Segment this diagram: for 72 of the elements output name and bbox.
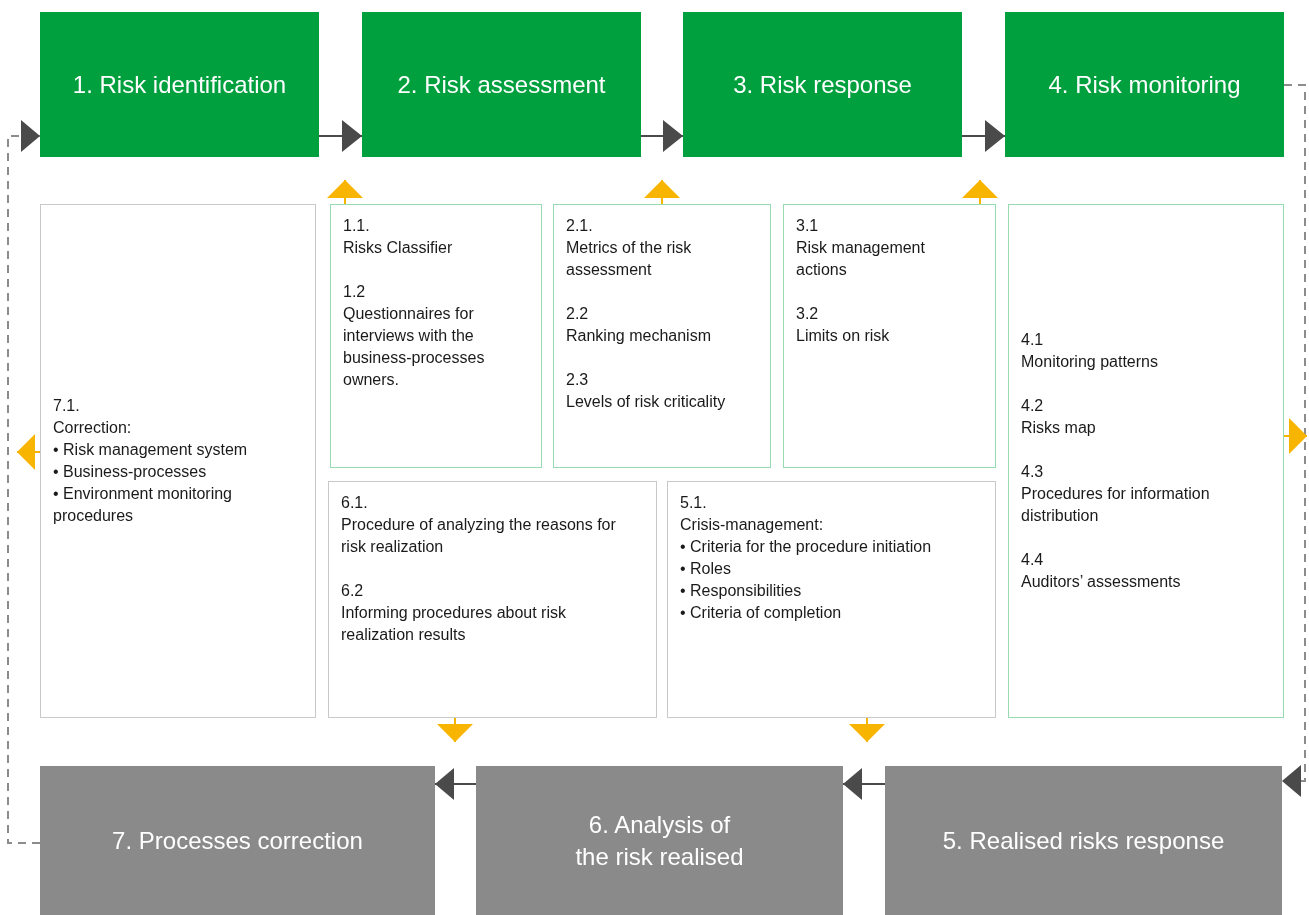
detail-text: Crisis-management: [680,515,824,535]
process-box [476,766,843,915]
detail-box [40,204,316,718]
detail-text: 2.2 [566,304,589,324]
arrow [327,179,363,205]
detail-text: • Roles [680,559,731,579]
detail-text: • Criteria for the procedure initiation [680,537,932,557]
detail-text: 4.4 [1021,550,1044,570]
process-box [1005,12,1284,157]
process-box [362,12,641,157]
arrow [962,179,998,205]
process-box [40,766,435,915]
detail-text: 6.2 [341,581,364,601]
process-box [885,766,1282,915]
detail-text: 7.1. [53,396,80,416]
detail-text: Levels of risk criticality [566,392,726,412]
arrow [318,120,363,152]
detail-text: 2.1. [566,216,593,236]
detail-text: Risks map [1021,418,1096,438]
detail-text: • Criteria of completion [680,603,842,623]
step-title: 6. Analysis of the risk realised [574,809,745,872]
arrow [640,120,684,152]
detail-text: Auditors’ assessments [1021,572,1181,592]
detail-box [330,204,542,468]
detail-text: 3.2 [796,304,819,324]
detail-box [1008,204,1284,718]
dashed-connector [7,120,41,844]
detail-text: 6.1. [341,493,368,513]
detail-text: Risk management actions [796,238,926,280]
detail-text: Procedure of analyzing the reasons for risk realization [341,515,616,557]
detail-text: Monitoring patterns [1021,352,1158,372]
step-title: 4. Risk monitoring [1048,69,1241,100]
process-box [40,12,319,157]
process-box [683,12,962,157]
detail-text: • Business-processes [53,462,207,482]
detail-text: 4.3 [1021,462,1044,482]
detail-text: Metrics of the risk assessment [566,238,693,280]
detail-text: 2.3 [566,370,589,390]
step-title: 7. Processes correction [112,825,363,856]
arrow [437,717,473,743]
detail-text: Informing procedures about risk realization results [341,603,567,645]
detail-box [783,204,996,468]
detail-text: 1.1. [343,216,370,236]
detail-text: 5.1. [680,493,707,513]
detail-box [667,481,996,718]
step-title: 1. Risk identification [72,69,287,100]
detail-text: • Risk management system [53,440,248,460]
step-title: 5. Realised risks response [942,825,1225,856]
detail-box [328,481,657,718]
detail-text: Procedures for information distribution [1021,484,1211,526]
detail-text: Correction: [53,418,132,438]
arrow [434,768,477,800]
detail-text: Limits on risk [796,326,890,346]
arrow [961,120,1006,152]
detail-box [553,204,771,468]
detail-text: 4.1 [1021,330,1044,350]
detail-text: 3.1 [796,216,819,236]
step-title: 3. Risk response [733,69,912,100]
detail-text: • Responsibilities [680,581,802,601]
arrow [849,717,885,743]
arrow [842,768,886,800]
detail-text: Ranking mechanism [566,326,711,346]
arrow [1283,418,1308,454]
detail-text: 4.2 [1021,396,1044,416]
detail-text: • Environment monitoring procedures [53,484,233,526]
arrow [16,434,41,470]
detail-text: 1.2 [343,282,366,302]
detail-text: Questionnaires for interviews with the business-processes owners. [343,304,486,390]
step-title: 2. Risk assessment [397,69,606,100]
arrow [644,179,680,205]
detail-text: Risks Classifier [343,238,453,258]
dashed-connector [1281,84,1306,797]
